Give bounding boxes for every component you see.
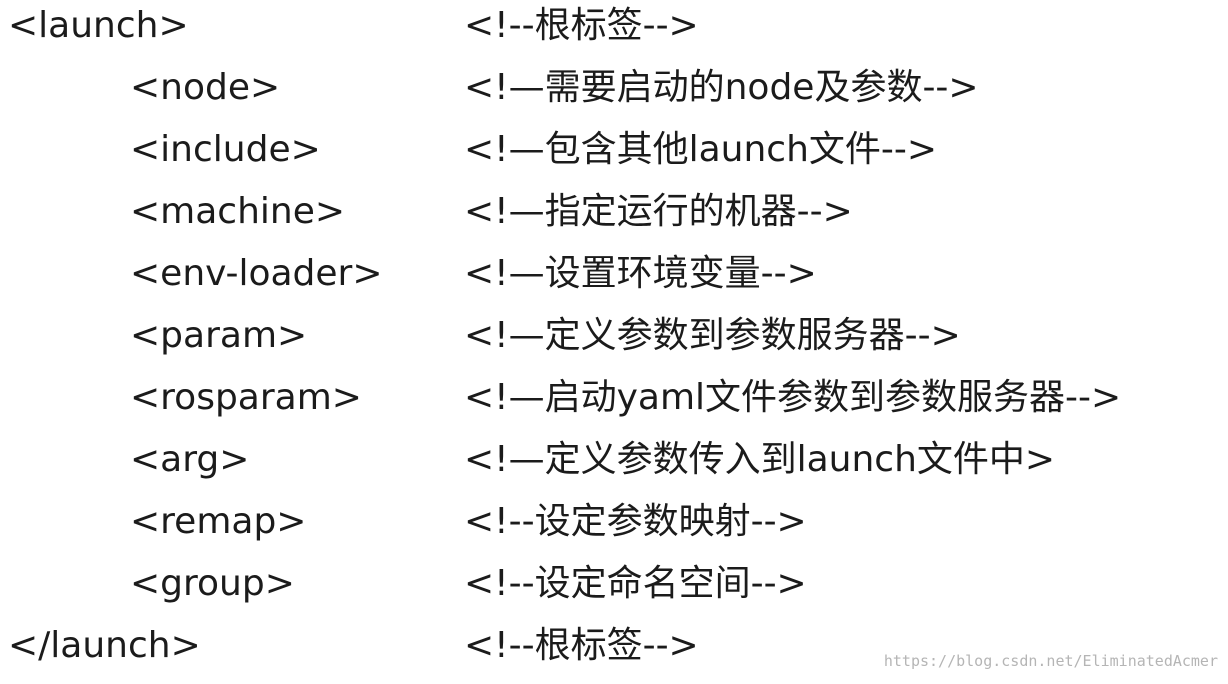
comment-remap: <!--设定参数映射-->: [464, 501, 807, 542]
row-arg: <arg> <!—定义参数传入到launch文件中>: [0, 436, 1228, 498]
row-launch-open: <launch> <!--根标签-->: [0, 2, 1228, 64]
row-include: <include> <!—包含其他launch文件-->: [0, 126, 1228, 188]
comment-param: <!—定义参数到参数服务器-->: [464, 315, 961, 356]
tag-param: <param>: [130, 315, 308, 356]
row-group: <group> <!--设定命名空间-->: [0, 560, 1228, 622]
tag-node: <node>: [130, 67, 281, 108]
comment-env-loader: <!—设置环境变量-->: [464, 253, 817, 294]
comment-launch-open: <!--根标签-->: [464, 5, 699, 46]
row-node: <node> <!—需要启动的node及参数-->: [0, 64, 1228, 126]
comment-arg: <!—定义参数传入到launch文件中>: [464, 439, 1056, 480]
tag-remap: <remap>: [130, 501, 307, 542]
tag-group: <group>: [130, 563, 295, 604]
row-rosparam: <rosparam> <!—启动yaml文件参数到参数服务器-->: [0, 374, 1228, 436]
tag-launch-open: <launch>: [8, 5, 189, 46]
row-remap: <remap> <!--设定参数映射-->: [0, 498, 1228, 560]
comment-launch-close: <!--根标签-->: [464, 625, 699, 666]
comment-group: <!--设定命名空间-->: [464, 563, 807, 604]
watermark-url: https://blog.csdn.net/EliminatedAcmer: [883, 652, 1218, 670]
tag-rosparam: <rosparam>: [130, 377, 362, 418]
tag-include: <include>: [130, 129, 321, 170]
row-env-loader: <env-loader> <!—设置环境变量-->: [0, 250, 1228, 312]
row-machine: <machine> <!—指定运行的机器-->: [0, 188, 1228, 250]
comment-include: <!—包含其他launch文件-->: [464, 129, 938, 170]
row-launch-close: </launch> <!--根标签-->: [0, 622, 1228, 684]
comment-rosparam: <!—启动yaml文件参数到参数服务器-->: [464, 377, 1122, 418]
comment-node: <!—需要启动的node及参数-->: [464, 67, 979, 108]
comment-machine: <!—指定运行的机器-->: [464, 191, 853, 232]
tag-env-loader: <env-loader>: [130, 253, 383, 294]
tag-machine: <machine>: [130, 191, 346, 232]
tag-launch-close: </launch>: [8, 625, 201, 666]
row-param: <param> <!—定义参数到参数服务器-->: [0, 312, 1228, 374]
tag-arg: <arg>: [130, 439, 250, 480]
